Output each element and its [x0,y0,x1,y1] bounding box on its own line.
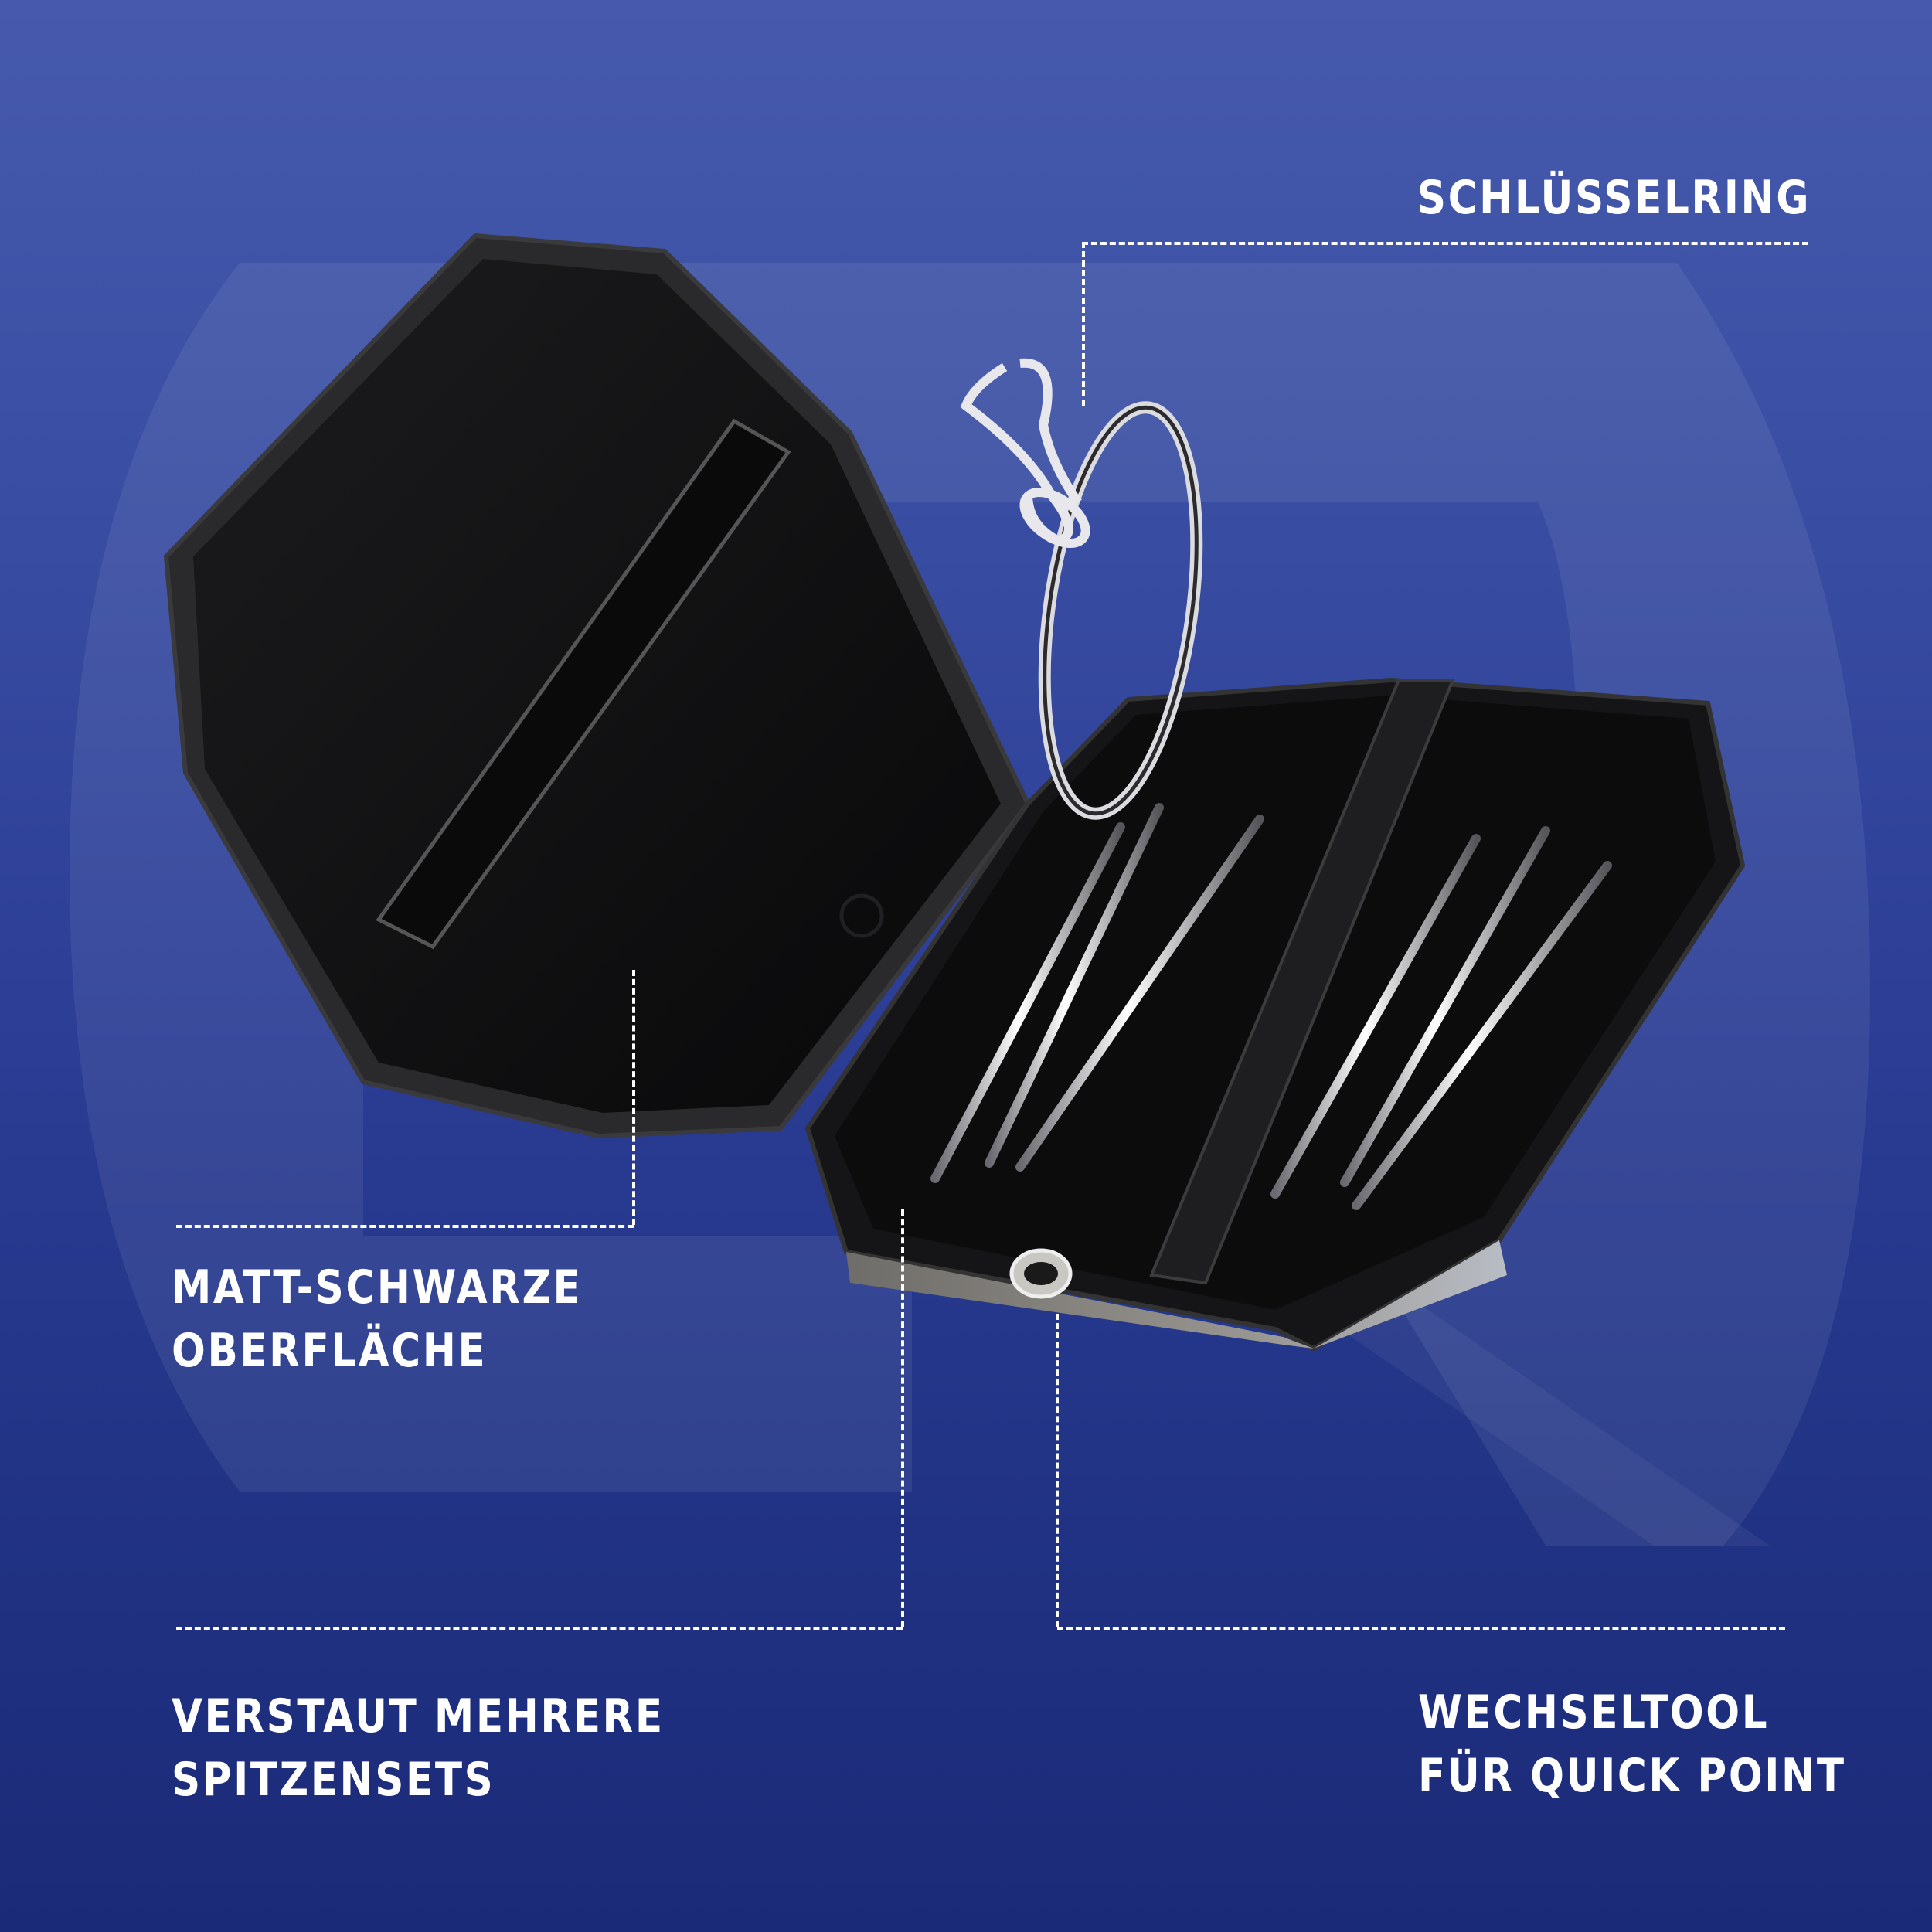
leader-tool-vertical [1056,1314,1059,1627]
leader-tool-horizontal [1057,1627,1785,1630]
callout-surface: MATT-SCHWARZE OBERFLÄCHE [172,1256,582,1383]
callout-keyring-line-1: SCHLÜSSELRING [1417,171,1811,225]
leader-surface-vertical [632,970,635,1225]
leader-storage-horizontal [176,1627,903,1630]
case-lid [163,233,1031,1139]
leader-keyring-horizontal [1082,242,1808,245]
case-base [804,677,1746,1352]
callout-tool: WECHSELTOOL FÜR QUICK POINT [1418,1681,1846,1808]
dart-point-icon [930,803,1612,1210]
callout-tool-line-1: WECHSELTOOL [1418,1685,1770,1740]
leader-surface-horizontal [176,1225,634,1228]
leader-storage-vertical [901,1209,904,1627]
callout-tool-line-2: FÜR QUICK POINT [1418,1749,1846,1803]
leader-keyring-vertical [1082,242,1085,406]
carabiner-icon [960,358,1090,548]
callout-storage-line-2: SPITZENSETS [172,1753,495,1807]
keyring-icon [1038,401,1203,820]
callout-surface-line-2: OBERFLÄCHE [172,1324,488,1378]
callout-storage-line-1: VERSTAUT MEHRERE [172,1689,665,1743]
callout-storage: VERSTAUT MEHRERE SPITZENSETS [172,1685,665,1811]
callout-surface-line-1: MATT-SCHWARZE [172,1260,583,1315]
callout-keyring: SCHLÜSSELRING [1417,166,1811,230]
